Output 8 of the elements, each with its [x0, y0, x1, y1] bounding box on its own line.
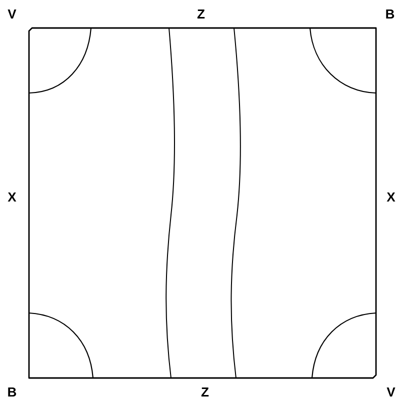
corner-label: Z	[197, 10, 205, 18]
corner-label: V	[386, 388, 396, 396]
corner-label: V	[8, 10, 16, 18]
corner-label: B	[386, 10, 394, 18]
corner-label: X	[8, 192, 16, 202]
corner-label: X	[386, 192, 396, 202]
corner-label: Z	[201, 388, 209, 396]
corner-label: B	[8, 388, 16, 396]
